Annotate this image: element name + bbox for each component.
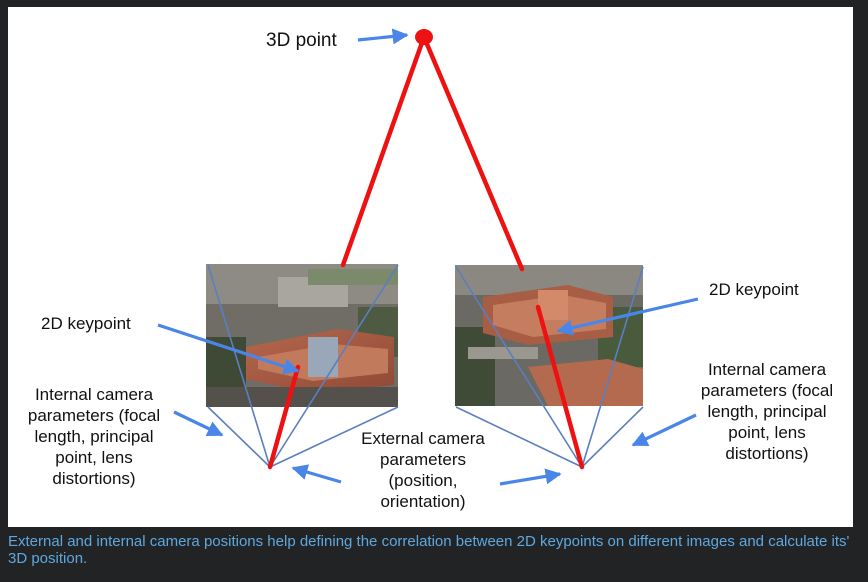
- camera-frustums: [207, 264, 644, 468]
- annotation-arrows: [157, 28, 699, 486]
- label-internal-params-right: Internal camera parameters (focal length…: [700, 360, 834, 463]
- label-3d-point: 3D point: [266, 30, 337, 51]
- camera-geometry-diagram: [157, 28, 699, 486]
- label-internal-params-left: Internal camera parameters (focal length…: [27, 385, 161, 488]
- label-2d-keypoint-left: 2D keypoint: [41, 314, 131, 333]
- left-aerial-image: [206, 264, 398, 407]
- label-2d-keypoint-right: 2D keypoint: [709, 280, 799, 299]
- figure-caption: External and internal camera positions h…: [8, 533, 850, 567]
- projection-rays: [267, 34, 585, 470]
- right-aerial-image: [455, 265, 643, 406]
- label-external-params: External camera parameters (position, or…: [361, 429, 485, 511]
- 3d-point-marker: [415, 29, 433, 45]
- diagram-frame: 3D point 2D keypoint 2D keypoint Interna…: [8, 7, 853, 527]
